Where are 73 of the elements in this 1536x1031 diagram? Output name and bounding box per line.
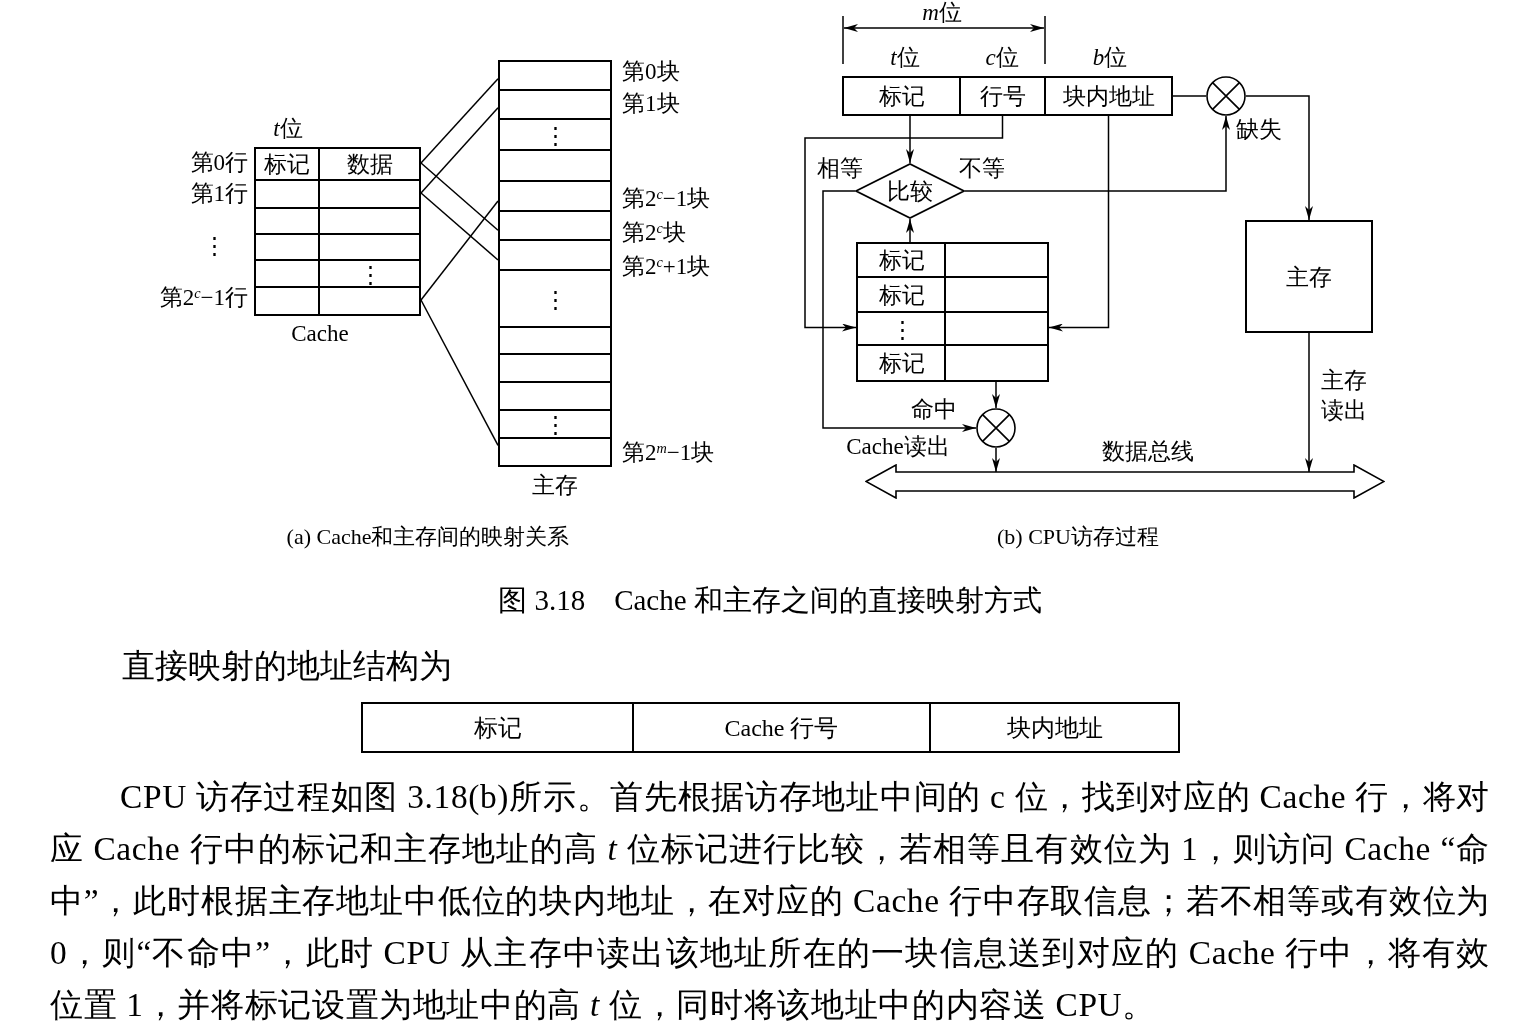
block-label: 第2$^{c}$块 [622, 220, 686, 244]
signal-label: 命中 [911, 397, 957, 421]
cache-table [254, 147, 421, 316]
bit-width-label: c位 [985, 45, 1019, 69]
arrow [906, 218, 914, 243]
cache-table [856, 242, 1049, 382]
cache-row [254, 233, 421, 259]
bit-width-label: b位 [1092, 45, 1128, 69]
cache-row: ⋮ [856, 311, 1049, 344]
arrow [1305, 332, 1313, 473]
memory-box: 主存 [1245, 220, 1373, 333]
block-label: 第2$^{c}$+1块 [622, 254, 711, 278]
row-label: 第2$^{c}$−1行 [159, 285, 248, 309]
address-field: 块内地址 [1044, 76, 1173, 116]
connector-line [420, 299, 499, 447]
cache-row: ⋮ [254, 259, 421, 286]
memory-block: ⋮ [498, 269, 612, 326]
row-label: 第1行 [190, 181, 248, 205]
block-label: 第1块 [622, 91, 680, 115]
heading: 直接映射的地址结构为 [122, 649, 452, 683]
address-field: 行号 [959, 76, 1046, 116]
arrow [1048, 115, 1110, 332]
bit-width-label: t位 [273, 116, 303, 140]
table-caption: 主存 [532, 473, 578, 497]
block-label: 第0块 [622, 59, 680, 83]
arrow [964, 115, 1230, 192]
arrow [1245, 95, 1313, 221]
signal-label: Cache读出 [846, 434, 950, 458]
address-field: Cache 行号 [632, 702, 931, 753]
address-field: 块内地址 [929, 702, 1180, 753]
cache-row [254, 179, 421, 207]
connector-line [420, 107, 499, 194]
bit-width-label: m位 [922, 0, 962, 24]
double-arrow [865, 464, 1385, 499]
cache-row: 标记 [856, 242, 1049, 276]
row-label: 第0行 [190, 150, 248, 174]
signal-label: 缺失 [1236, 117, 1282, 141]
field-name: 数据 [347, 152, 393, 176]
arrow [992, 381, 1000, 409]
cache-row [254, 286, 421, 314]
cache-row [254, 147, 421, 179]
ellipsis: ⋮ [202, 233, 226, 257]
block-label: 第2$^{m}$−1块 [622, 440, 715, 464]
bit-width-label: t位 [890, 45, 920, 69]
arrow [992, 447, 1000, 473]
cache-row: 标记 [856, 276, 1049, 311]
arrow [822, 190, 977, 432]
bus-label: 数据总线 [1102, 439, 1194, 463]
cache-row: 标记 [856, 344, 1049, 380]
crossed-circle [976, 408, 1016, 448]
arrow [804, 115, 1004, 332]
arrow [906, 115, 914, 164]
cache-row [254, 207, 421, 233]
table-caption: Cache [291, 321, 349, 345]
connector-line [420, 162, 499, 232]
subfigure-caption: (a) Cache和主存间的映射关系 [286, 526, 570, 548]
crossed-circle [1206, 76, 1246, 116]
address-field: 标记 [842, 76, 961, 116]
block-label: 第2$^{c}$−1块 [622, 186, 711, 210]
memory-block: ⋮ [498, 118, 612, 149]
figure-caption: 图 3.18 Cache 和主存之间的直接映射方式 [498, 585, 1042, 615]
connector-line [1172, 95, 1207, 97]
connector-line [420, 192, 499, 261]
edge-label: 相等 [817, 156, 863, 180]
address-field: 标记 [361, 702, 634, 753]
memory-block: ⋮ [498, 409, 612, 437]
memory-column [498, 60, 612, 467]
connector-line [420, 78, 499, 164]
subfigure-caption: (b) CPU访存过程 [997, 526, 1159, 548]
connector-line [420, 200, 499, 301]
field-name: 标记 [264, 152, 310, 176]
edge-label: 不等 [959, 156, 1005, 180]
paragraph: CPU 访存过程如图 3.18(b)所示。首先根据访存地址中间的 c 位，找到对应的 Cache 行，将对应 Cache 行中的标记和主存地址的高 t 位标记进行比较，若相等且有效位为 1，则访问 Cache “命中”，此时根据主存地址中低位的块内地址，在对应的 Cache 行中存取信息；若不相等或有效位为 0，则“不命中”，此时 CPU 从主存中读出该地址所在的一块信息送到对应的 Cache 行中，将有效位置 1，并将标记设置为地址中的高 t 位，同时将该地址中的内容送 CPU。 [50, 777, 1490, 1025]
